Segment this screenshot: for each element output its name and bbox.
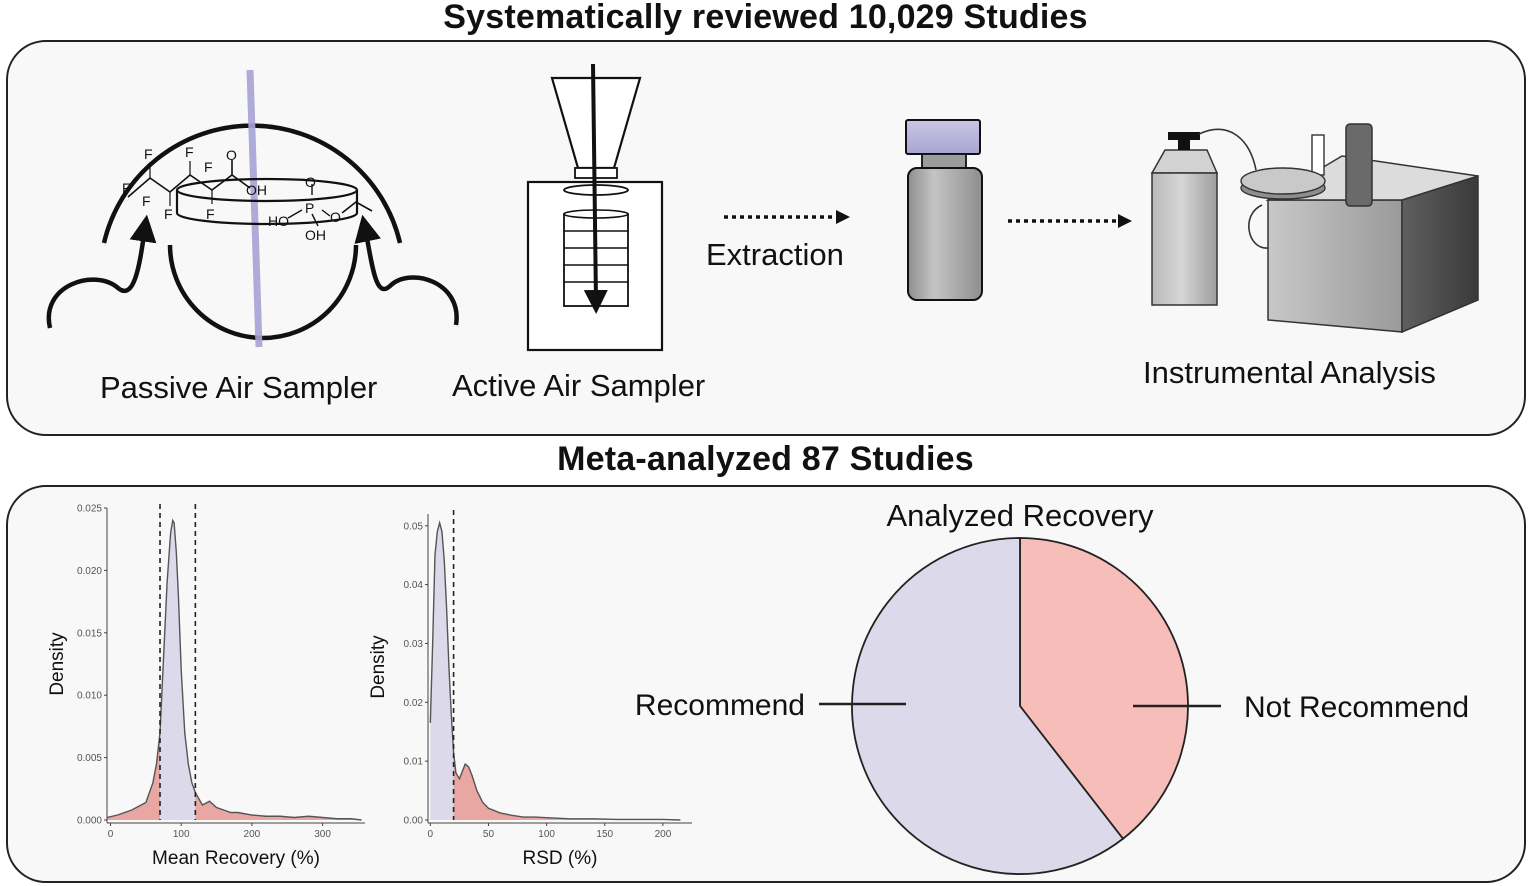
- y-axis-label: Density: [368, 635, 389, 699]
- mean-recovery-density-chart: 0.000 0.005 0.010 0.015 0.020 0.025 0 100 200 300…: [47, 504, 365, 869]
- y-tick-label: 0.020: [77, 566, 102, 577]
- density-curve: [429, 520, 681, 821]
- x-tick-label: 150: [596, 829, 613, 840]
- x-axis-label: RSD (%): [523, 848, 598, 869]
- pie-slice-not-recommend: [1019, 537, 1189, 841]
- chem-o-2: O: [305, 174, 316, 190]
- chem-p: P: [305, 200, 314, 216]
- bottom-heading: Meta-analyzed 87 Studies: [557, 440, 974, 478]
- passive-air-sampler-icon: [46, 69, 459, 348]
- x-tick-label: 100: [538, 829, 555, 840]
- y-tick-label: 0.01: [404, 757, 424, 768]
- density-area-recommended: [160, 520, 196, 820]
- y-tick-label: 0.010: [77, 691, 102, 702]
- y-tick-label: 0.015: [77, 628, 102, 639]
- chem-f-5: F: [164, 206, 173, 222]
- y-tick-label: 0.025: [77, 504, 102, 515]
- density-area-low: [107, 732, 161, 820]
- chem-o-3: O: [330, 209, 341, 225]
- rsd-density-chart: 0.00 0.01 0.02 0.03 0.04 0.05 0 50 100 150 200RSD …: [368, 510, 692, 869]
- x-tick-label: 0: [428, 829, 434, 840]
- chem-o-1: O: [226, 147, 237, 163]
- extraction-label: Extraction: [706, 237, 844, 272]
- chem-f-2: F: [185, 144, 194, 160]
- instrumental-analysis-label: Instrumental Analysis: [1143, 355, 1436, 390]
- y-tick-label: 0.000: [77, 816, 102, 827]
- y-tick-label: 0.05: [404, 521, 424, 532]
- chem-f-1: F: [144, 146, 153, 162]
- density-area-recommended: [430, 522, 454, 820]
- instrument-icon: [1150, 123, 1479, 334]
- chem-f-6: F: [206, 206, 215, 222]
- y-tick-label: 0.005: [77, 753, 102, 764]
- pie-slice-recommend: [851, 537, 1125, 875]
- y-axis-label: Density: [47, 632, 68, 696]
- vial-icon: [905, 119, 983, 301]
- pie-label-recommend: Recommend: [635, 689, 805, 722]
- chem-f-4: F: [122, 180, 131, 196]
- active-sampler-label: Active Air Sampler: [452, 368, 706, 403]
- top-heading: Systematically reviewed 10,029 Studies: [443, 0, 1088, 36]
- pie-label-not-recommend: Not Recommend: [1244, 691, 1469, 724]
- density-area-high: [453, 752, 681, 820]
- x-tick-label: 100: [173, 829, 190, 840]
- x-tick-label: 0: [108, 829, 114, 840]
- pie-title: Analyzed Recovery: [886, 498, 1154, 533]
- x-tick-label: 200: [244, 829, 261, 840]
- chem-f-3: F: [204, 159, 213, 175]
- x-axis-label: Mean Recovery (%): [152, 848, 320, 869]
- chem-oh-2: OH: [305, 227, 326, 243]
- y-tick-label: 0.00: [404, 816, 424, 827]
- y-tick-label: 0.03: [404, 639, 424, 650]
- active-air-sampler-icon: [526, 63, 664, 352]
- chem-oh-1: OH: [246, 182, 267, 198]
- workflow-diagram: F F F F F F F O OH O P HO OH O: [46, 63, 1479, 352]
- x-tick-label: 50: [483, 829, 495, 840]
- x-tick-label: 200: [655, 829, 672, 840]
- chem-ho: HO: [268, 213, 289, 229]
- chem-f-7: F: [142, 193, 151, 209]
- passive-sampler-label: Passive Air Sampler: [100, 370, 378, 405]
- y-tick-label: 0.02: [404, 698, 424, 709]
- x-tick-label: 300: [314, 829, 331, 840]
- density-curve: [106, 518, 362, 821]
- y-tick-label: 0.04: [404, 580, 424, 591]
